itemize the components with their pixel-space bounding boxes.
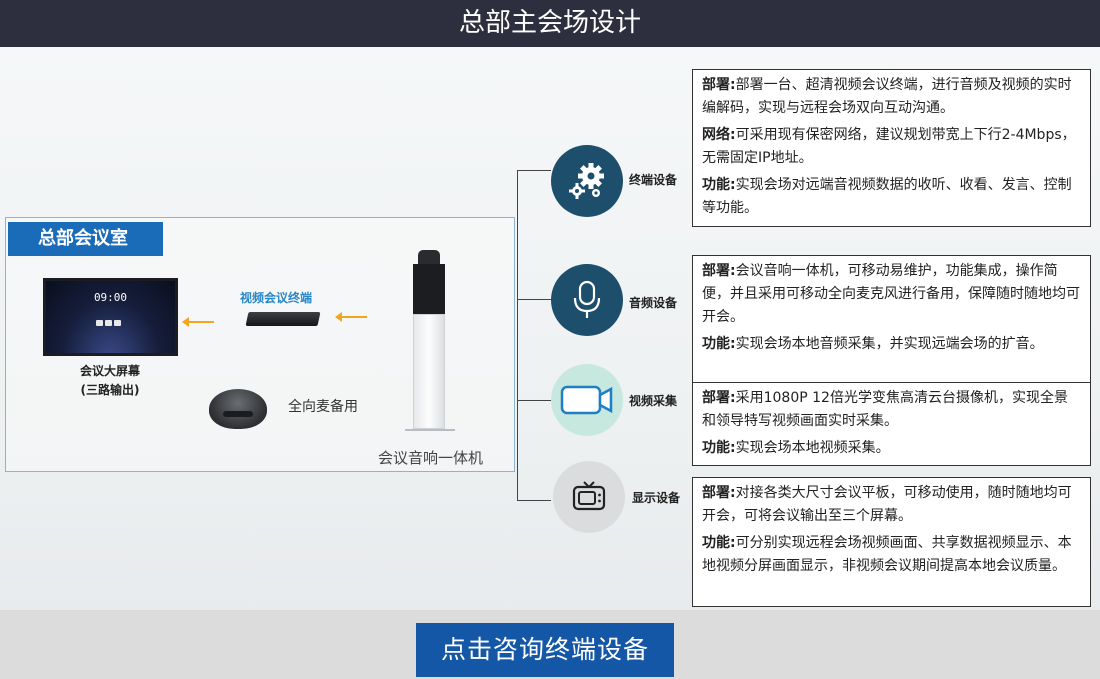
desc-key: 功能: xyxy=(702,177,736,193)
desc-key: 部署: xyxy=(702,485,736,501)
desc-key: 网络: xyxy=(702,127,736,143)
gears-icon xyxy=(551,145,623,217)
speaker-label: 会议音响一体机 xyxy=(378,449,484,467)
screen-app-icons xyxy=(96,311,123,330)
desc-text: 对接各类大尺寸会议平板，可移动使用，随时随地均可开会，可将会议输出至三个屏幕。 xyxy=(702,485,1072,524)
large-screen-label-line1: 会议大屏幕 xyxy=(79,364,140,378)
speaker-tube xyxy=(413,314,445,429)
audio-description: 部署:会议音响一体机，可移动易维护，功能集成，操作简便，并且采用可移动全向麦克风… xyxy=(692,255,1091,384)
arrow-left-icon xyxy=(335,312,367,322)
arrow-left-icon xyxy=(182,317,214,327)
desc-text: 部署一台、超清视频会议终端，进行音频及视频的实时编解码，实现与远程会场双向互动沟… xyxy=(702,77,1072,116)
connector-line xyxy=(517,170,551,171)
desc-key: 功能: xyxy=(702,336,736,352)
connector-line xyxy=(517,299,551,300)
meeting-room-title: 总部会议室 xyxy=(8,222,163,256)
desc-text: 实现会场本地音频采集，并实现远端会场的扩音。 xyxy=(735,336,1044,352)
tv-icon xyxy=(553,461,625,533)
desc-key: 部署: xyxy=(702,263,736,279)
large-screen-image: 09:00 xyxy=(43,278,178,356)
connector-line xyxy=(517,170,518,500)
omni-mic-image xyxy=(209,389,267,429)
connector-line xyxy=(517,400,551,401)
microphone-icon xyxy=(551,264,623,336)
device-label-display: 显示设备 xyxy=(632,491,681,505)
speaker-base xyxy=(405,429,455,437)
device-label-video: 视频采集 xyxy=(629,394,678,408)
device-label-audio: 音频设备 xyxy=(629,296,678,310)
video-description: 部署:采用1080P 12倍光学变焦高清云台摄像机，实现全景和领导特写视频画面实… xyxy=(692,382,1091,466)
desc-key: 功能: xyxy=(702,440,736,456)
speaker-camera-head xyxy=(418,250,440,268)
codec-label: 视频会议终端 xyxy=(240,291,313,305)
large-screen-label: 会议大屏幕 (三路输出) xyxy=(55,362,165,400)
desc-key: 功能: xyxy=(702,535,736,551)
terminal-description: 部署:部署一台、超清视频会议终端，进行音频及视频的实时编解码，实现与远程会场双向… xyxy=(692,69,1091,227)
camera-icon xyxy=(551,364,623,436)
omni-mic-label: 全向麦备用 xyxy=(288,399,358,415)
connector-line xyxy=(517,500,551,501)
screen-time: 09:00 xyxy=(93,291,128,304)
desc-text: 会议音响一体机，可移动易维护，功能集成，操作简便，并且采用可移动全向麦克风进行备… xyxy=(702,263,1080,325)
codec-device-image xyxy=(245,312,321,326)
consult-terminal-button[interactable]: 点击咨询终端设备 xyxy=(416,623,674,677)
page-title: 总部主会场设计 xyxy=(0,0,1100,47)
desc-text: 可分别实现远程会场视频画面、共享数据视频显示、本地视频分屏画面显示，非视频会议期… xyxy=(702,535,1072,574)
speaker-body xyxy=(413,264,445,314)
desc-text: 可采用现有保密网络，建议规划带宽上下行2-4Mbps，无需固定IP地址。 xyxy=(702,127,1076,166)
desc-text: 采用1080P 12倍光学变焦高清云台摄像机，实现全景和领导特写视频画面实时采集… xyxy=(702,390,1068,429)
device-label-terminal: 终端设备 xyxy=(629,173,678,187)
desc-text: 实现会场对远端音视频数据的收听、收看、发言、控制等功能。 xyxy=(702,177,1072,216)
display-description: 部署:对接各类大尺寸会议平板，可移动使用，随时随地均可开会，可将会议输出至三个屏… xyxy=(692,477,1091,607)
desc-key: 部署: xyxy=(702,390,736,406)
large-screen-label-line2: (三路输出) xyxy=(80,383,140,397)
desc-key: 部署: xyxy=(702,77,736,93)
desc-text: 实现会场本地视频采集。 xyxy=(735,440,890,456)
